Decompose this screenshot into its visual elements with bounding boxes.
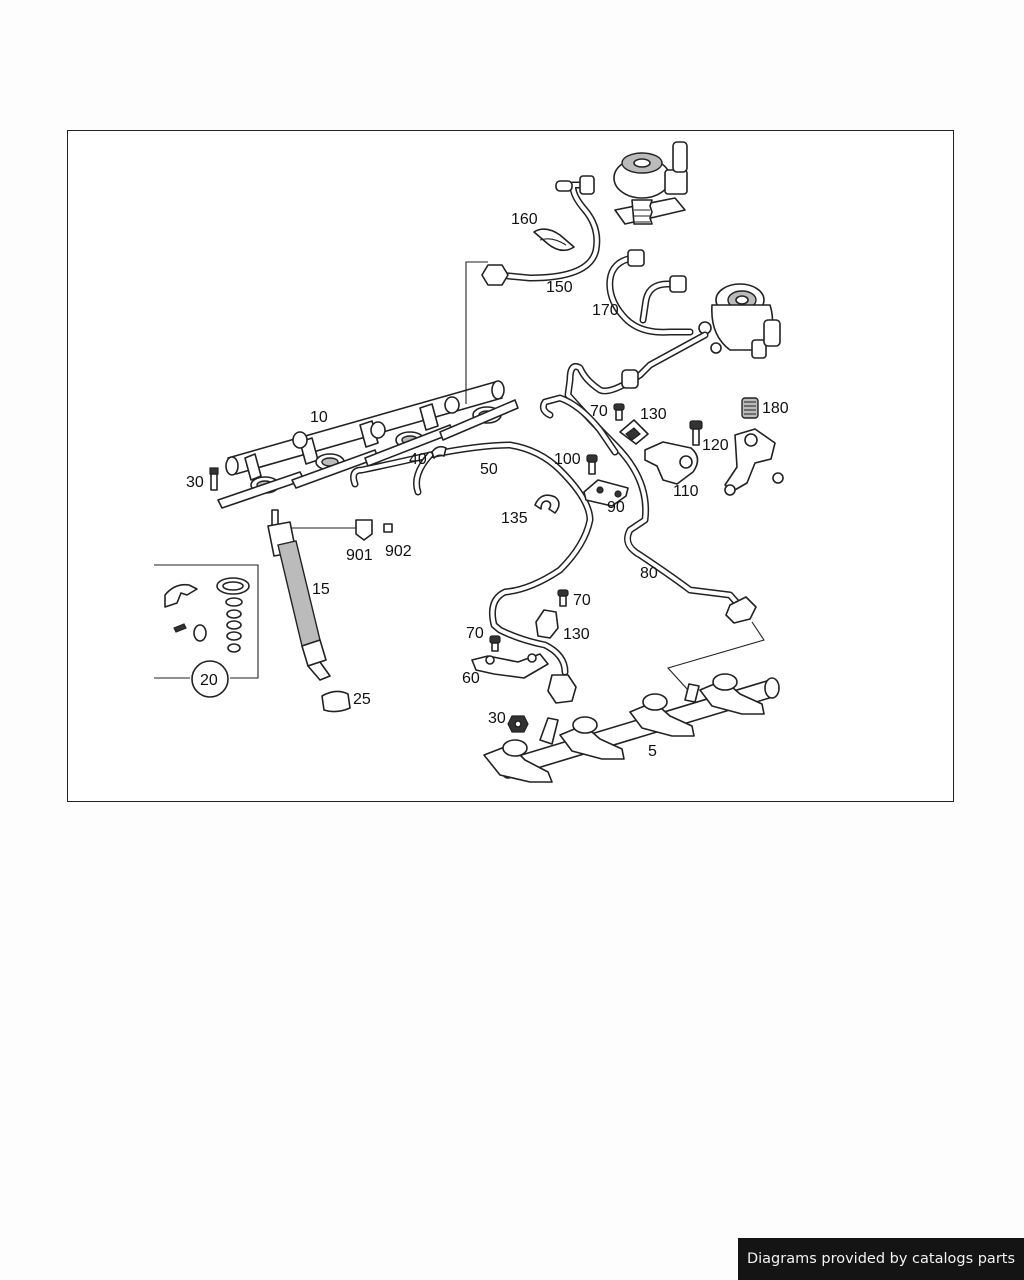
leader-150	[465, 261, 488, 404]
callout-135: 135	[501, 510, 528, 527]
callout-40: 40	[409, 451, 427, 468]
fuel-rail-10[interactable]	[217, 380, 519, 509]
callout-160: 160	[511, 211, 538, 228]
high-pressure-pump-upper[interactable]	[613, 141, 688, 225]
seal-25[interactable]	[321, 690, 351, 713]
callout-130-upper: 130	[640, 406, 667, 423]
bracket-90[interactable]	[583, 479, 629, 507]
bolt-30-upper[interactable]	[209, 467, 219, 491]
fuel-line-170[interactable]	[606, 249, 694, 336]
callout-100: 100	[554, 451, 581, 468]
injector-15[interactable]	[267, 509, 393, 681]
leader-80	[667, 621, 765, 691]
callout-circle-20	[191, 660, 229, 698]
callout-15: 15	[312, 581, 330, 598]
bolt-70-lower-right[interactable]	[557, 589, 569, 607]
credit-badge: Diagrams provided by catalogs parts	[738, 1238, 1024, 1280]
protective-sleeve-160[interactable]	[533, 228, 575, 252]
clamp-130-lower[interactable]	[535, 609, 559, 639]
callout-110: 110	[673, 483, 699, 500]
callout-70-right: 70	[573, 592, 591, 609]
callout-50: 50	[480, 461, 498, 478]
bolt-30-lower[interactable]	[507, 715, 529, 733]
callout-70-upper: 70	[590, 403, 608, 420]
callout-130-lower: 130	[563, 626, 590, 643]
callout-25: 25	[353, 691, 371, 708]
callout-70-left: 70	[466, 625, 484, 642]
callout-150: 150	[546, 279, 573, 296]
callout-30-upper: 30	[186, 474, 204, 491]
clip-40[interactable]	[431, 445, 447, 459]
callout-60: 60	[462, 670, 480, 687]
seal-kit-20[interactable]	[154, 564, 259, 698]
bolt-70-upper[interactable]	[613, 403, 625, 421]
credit-text: Diagrams provided by catalogs parts	[746, 1251, 1016, 1267]
fuel-rail-5[interactable]	[483, 673, 780, 783]
distributor-fitting[interactable]	[724, 428, 784, 496]
bracket-110[interactable]	[644, 441, 699, 485]
clip-135[interactable]	[534, 494, 560, 514]
bolt-70-lower-left[interactable]	[489, 635, 501, 652]
high-pressure-pump-lower[interactable]	[698, 283, 781, 359]
bolt-120[interactable]	[689, 420, 703, 446]
callout-80: 80	[640, 565, 658, 582]
bolt-100[interactable]	[586, 454, 598, 475]
callout-120: 120	[702, 437, 729, 454]
callout-901: 901	[346, 547, 373, 564]
callout-30-lower: 30	[488, 710, 506, 727]
callout-902: 902	[385, 543, 412, 560]
callout-5: 5	[648, 743, 657, 760]
fuel-line-50[interactable]	[350, 441, 594, 704]
clamp-130-upper[interactable]	[619, 419, 649, 445]
callout-180: 180	[762, 400, 789, 417]
callout-90: 90	[607, 499, 625, 516]
sensor-180[interactable]	[741, 397, 759, 419]
bracket-60[interactable]	[471, 653, 549, 679]
fuel-line-crossover[interactable]	[539, 394, 619, 456]
callout-170: 170	[592, 302, 619, 319]
fuel-line-150[interactable]	[481, 175, 601, 286]
callout-20: 20	[200, 672, 218, 689]
callout-10: 10	[310, 409, 328, 426]
